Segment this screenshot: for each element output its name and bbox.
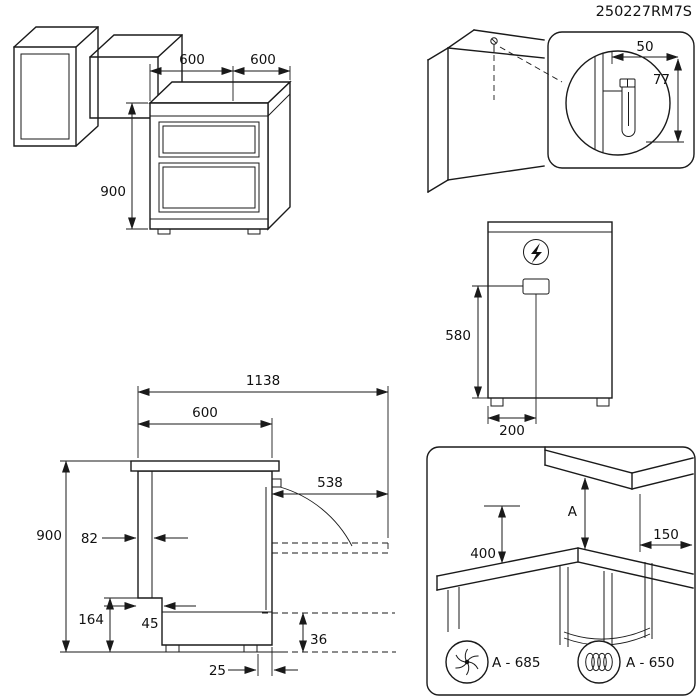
cooker-isometric bbox=[148, 80, 292, 235]
dim-door-projection-label: 538 bbox=[317, 475, 343, 491]
radiant-hob-value: A - 685 bbox=[492, 655, 540, 671]
dim-connection-offset-label: 200 bbox=[499, 423, 525, 439]
upper-drawer-front bbox=[158, 121, 260, 158]
panel-bracket-detail: 50 77 bbox=[427, 29, 695, 193]
panel-hood-clearance: 400 A 150 A - 685 bbox=[426, 446, 696, 696]
panel-front-isometric: 600 600 900 bbox=[13, 26, 292, 235]
lightning-bolt-icon bbox=[531, 243, 542, 264]
door-handle bbox=[271, 478, 282, 488]
electrical-connection-icon bbox=[523, 239, 549, 265]
cabinet-outline bbox=[427, 29, 545, 193]
panel-side-view: 1138 600 538 900 82 164 45 25 36 bbox=[36, 373, 396, 679]
dim-connection-height-label: 580 bbox=[445, 328, 471, 344]
detail-circle bbox=[565, 50, 671, 156]
hood-panel-frame bbox=[426, 446, 696, 696]
kitchen-cabinets bbox=[13, 26, 183, 147]
bracket-magnified bbox=[594, 52, 636, 154]
bracket-dimensions: 50 77 bbox=[611, 39, 684, 143]
dim-height-label: 900 bbox=[100, 184, 126, 200]
cooker-foot bbox=[157, 229, 171, 235]
dim-depth-label: 600 bbox=[192, 405, 218, 421]
dim-screw-offset-label: 50 bbox=[636, 39, 653, 55]
dim-front-clearance-label: 36 bbox=[310, 632, 327, 648]
dim-hood-distance-label: A bbox=[568, 504, 578, 520]
appliance-rear bbox=[487, 221, 613, 399]
front-iso-dimensions: 600 600 900 bbox=[100, 52, 291, 230]
dim-depth-label: 600 bbox=[250, 52, 276, 68]
dim-rear-recess-depth-label: 45 bbox=[141, 616, 158, 632]
rear-foot bbox=[490, 397, 504, 407]
dim-foot-inset-label: 25 bbox=[209, 663, 226, 679]
anti-tip-bracket bbox=[621, 86, 636, 137]
table-outline bbox=[559, 562, 653, 654]
side-foot bbox=[243, 644, 258, 653]
dim-bracket-length-label: 77 bbox=[653, 72, 670, 88]
cooker-foot bbox=[247, 229, 261, 235]
rear-dimensions: 580 200 bbox=[445, 285, 537, 439]
induction-coil-icon bbox=[585, 652, 613, 672]
dim-height-label: 900 bbox=[36, 528, 62, 544]
induction-hob-badge bbox=[577, 640, 621, 684]
dim-side-distance-label: 150 bbox=[653, 527, 679, 543]
hood-dimensions: 400 A 150 bbox=[470, 477, 693, 564]
dim-width-label: 600 bbox=[179, 52, 205, 68]
panel-rear-view: 580 200 bbox=[445, 221, 613, 439]
document-ref: 250227RM7S bbox=[596, 4, 692, 20]
side-dimensions: 1138 600 538 900 82 164 45 25 36 bbox=[36, 373, 389, 679]
detail-frame bbox=[547, 31, 695, 169]
dim-depth-door-open-label: 1138 bbox=[246, 373, 280, 389]
side-foot bbox=[165, 644, 180, 653]
cooktop-slab bbox=[130, 460, 280, 472]
dim-rear-recess-height-label: 164 bbox=[78, 612, 104, 628]
cooker-hood-outline bbox=[544, 446, 694, 490]
dim-rear-recess-top-label: 82 bbox=[81, 531, 98, 547]
fan-icon bbox=[455, 648, 479, 676]
induction-hob-value: A - 650 bbox=[626, 655, 674, 671]
fixing-screw-icon bbox=[490, 37, 498, 52]
dim-min-distance-label: 400 bbox=[470, 546, 496, 562]
door-swing-arc bbox=[279, 486, 353, 547]
rear-foot bbox=[596, 397, 610, 407]
hob-type-legend: A - 685 A - 650 bbox=[445, 640, 674, 684]
oven-door-front bbox=[158, 162, 260, 213]
worktop-outline bbox=[436, 547, 694, 632]
